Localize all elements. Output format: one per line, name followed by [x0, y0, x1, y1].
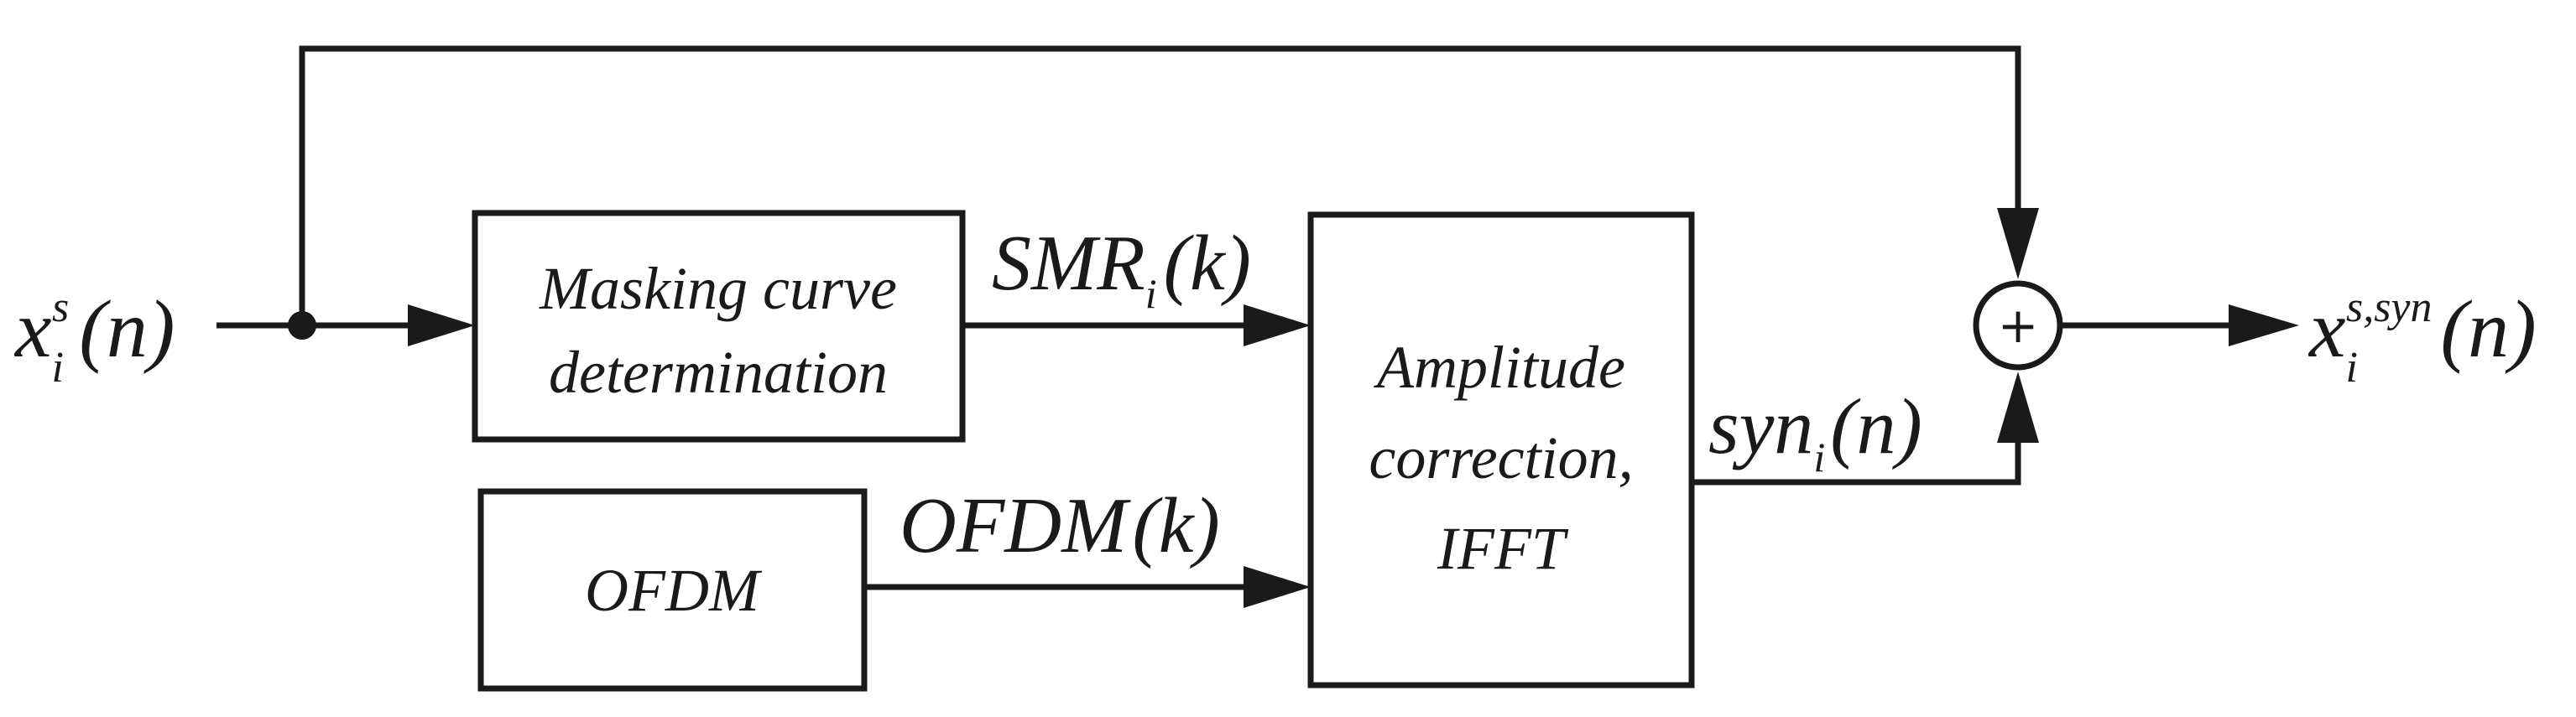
amplitude-line1: Amplitude	[1374, 334, 1625, 401]
amplitude-line3: IFFT	[1437, 515, 1569, 582]
amplitude-line2: correction,	[1369, 424, 1633, 491]
output-signal-arg: (n)	[2441, 284, 2537, 375]
syn-signal-sub: i	[1813, 434, 1825, 481]
masking-curve-line1: Masking curve	[539, 255, 897, 322]
syn-signal-label: syni(n)	[1708, 383, 1922, 481]
arrow-ofdm-into-amplitude	[1244, 566, 1311, 608]
arrowheads	[408, 208, 2299, 608]
branch-point	[288, 311, 316, 340]
input-signal-base: x	[13, 284, 52, 375]
smr-signal-sub: i	[1145, 270, 1157, 317]
arrow-output	[2229, 304, 2299, 346]
syn-signal-base: syn	[1708, 383, 1813, 470]
smr-signal-label: SMRi(k)	[992, 220, 1251, 317]
ofdm-block-label: OFDM	[585, 557, 763, 624]
output-signal-sub: i	[2346, 344, 2358, 392]
arrow-into-summer-top	[1997, 208, 2039, 279]
amplitude-correction-box	[1307, 211, 1695, 688]
wire-syn-to-summer	[1692, 440, 2021, 486]
output-signal-label: xi s,syn(n)	[2307, 283, 2537, 392]
masking-curve-box	[472, 210, 966, 443]
input-signal-label: xis(n)	[13, 283, 175, 392]
ofdm-signal-base: OFDM	[900, 482, 1131, 569]
input-signal-sup: s	[52, 283, 69, 331]
amplitude-correction-block: Amplitude correction, IFFT	[1307, 211, 1695, 688]
smr-signal-arg: (k)	[1164, 220, 1251, 307]
wire-feedforward-to-summer	[299, 45, 2021, 325]
ofdm-block: OFDM	[477, 488, 868, 692]
arrow-into-masking	[408, 304, 475, 346]
ofdm-signal-arg: (k)	[1133, 482, 1220, 569]
input-signal-sub: i	[52, 344, 64, 392]
arrow-smr-into-amplitude	[1244, 304, 1311, 346]
output-signal-sup: s,syn	[2346, 283, 2433, 331]
output-signal-base: x	[2307, 284, 2346, 375]
summer-circle	[1973, 280, 2063, 371]
ofdm-signal-label: OFDM(k)	[900, 482, 1220, 569]
summing-junction: +	[1973, 280, 2063, 371]
masking-curve-block: Masking curve determination	[472, 210, 966, 443]
ofdm-box	[477, 488, 868, 692]
arrow-into-summer-bottom	[1997, 371, 2039, 443]
input-signal-arg: (n)	[79, 284, 175, 375]
masking-curve-line2: determination	[549, 339, 888, 406]
wires	[216, 45, 2232, 590]
plus-icon: +	[1998, 297, 2039, 354]
smr-signal-base: SMR	[992, 220, 1145, 307]
syn-signal-arg: (n)	[1830, 383, 1922, 470]
